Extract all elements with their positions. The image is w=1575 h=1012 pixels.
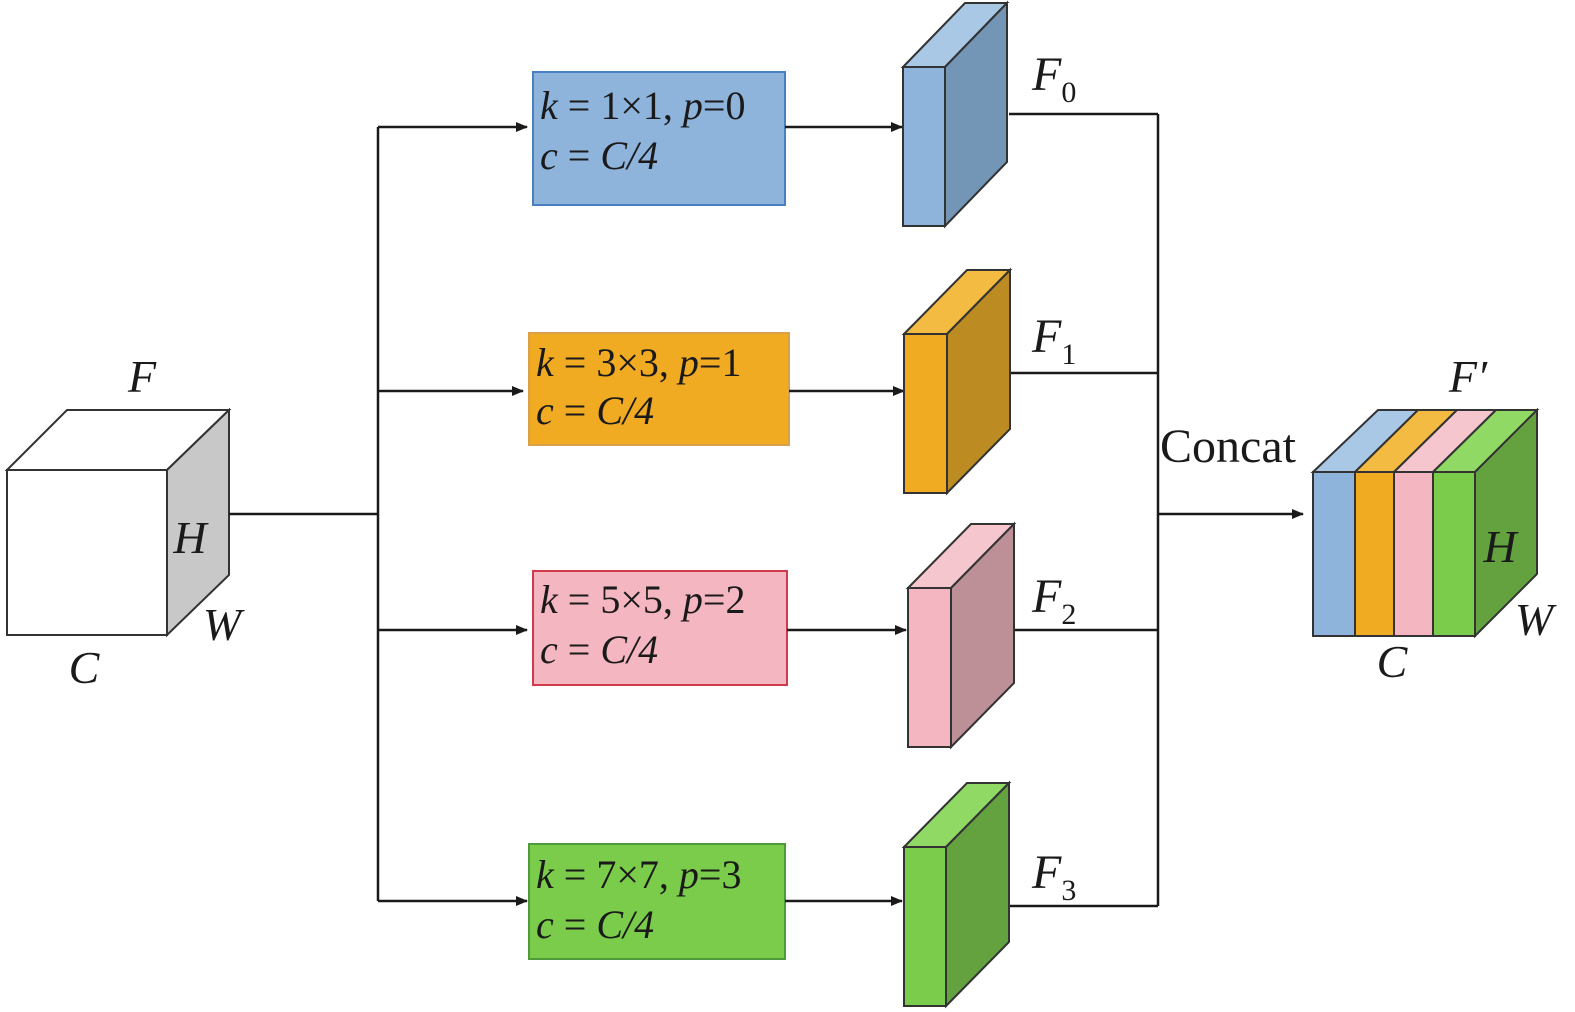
feature-slab-front-0 <box>902 66 946 227</box>
feature-label-3: F3 <box>1031 846 1076 907</box>
conv-channel-text-0: c = C/4 <box>540 133 658 178</box>
conv-kernel-text-0: k = 1×1, p=0 <box>540 83 745 128</box>
input-name-label: F <box>127 351 157 402</box>
conv-kernel-text-2: k = 5×5, p=2 <box>540 577 745 622</box>
branch-2: k = 5×5, p=2 c = C/4 F2 <box>532 521 1158 750</box>
output-feature-cube <box>1310 407 1540 639</box>
output-front-segment-0 <box>1312 471 1356 637</box>
input-feature-cube <box>4 407 232 638</box>
concat-label: Concat <box>1160 420 1297 473</box>
branch-3: k = 7×7, p=3 c = C/4 F3 <box>528 780 1158 1009</box>
feature-label-2: F2 <box>1031 570 1076 631</box>
conv-box-3 <box>528 843 786 960</box>
output-name-label: F′ <box>1448 351 1488 402</box>
output-front-segment-1 <box>1354 471 1395 637</box>
conv-box-1 <box>528 332 790 446</box>
input-cube-front <box>6 469 168 636</box>
output-front-segment-3 <box>1432 471 1476 637</box>
conv-kernel-text-1: k = 3×3, p=1 <box>536 340 741 385</box>
conv-channel-text-3: c = C/4 <box>536 902 654 947</box>
conv-box-2 <box>532 570 788 686</box>
conv-box-0 <box>532 71 786 206</box>
output-channels-label: C <box>1377 636 1409 687</box>
branch-0: k = 1×1, p=0 c = C/4 F0 <box>532 0 1158 229</box>
conv-channel-text-1: c = C/4 <box>536 388 654 433</box>
input-height-label: H <box>172 512 209 563</box>
conv-kernel-text-3: k = 7×7, p=3 <box>536 852 741 897</box>
input-width-label: W <box>203 599 245 650</box>
output-front-segment-2 <box>1393 471 1434 637</box>
output-height-label: H <box>1482 521 1519 572</box>
conv-channel-text-2: c = C/4 <box>540 627 658 672</box>
feature-slab-front-3 <box>903 846 947 1007</box>
feature-slab-front-2 <box>907 587 952 748</box>
input-channels-label: C <box>69 642 101 693</box>
split-connectors <box>229 122 528 906</box>
output-width-label: W <box>1515 594 1557 645</box>
feature-label-1: F1 <box>1031 310 1076 371</box>
branch-1: k = 3×3, p=1 c = C/4 F1 <box>528 267 1158 496</box>
feature-slab-front-1 <box>903 333 948 494</box>
feature-label-0: F0 <box>1031 48 1076 109</box>
